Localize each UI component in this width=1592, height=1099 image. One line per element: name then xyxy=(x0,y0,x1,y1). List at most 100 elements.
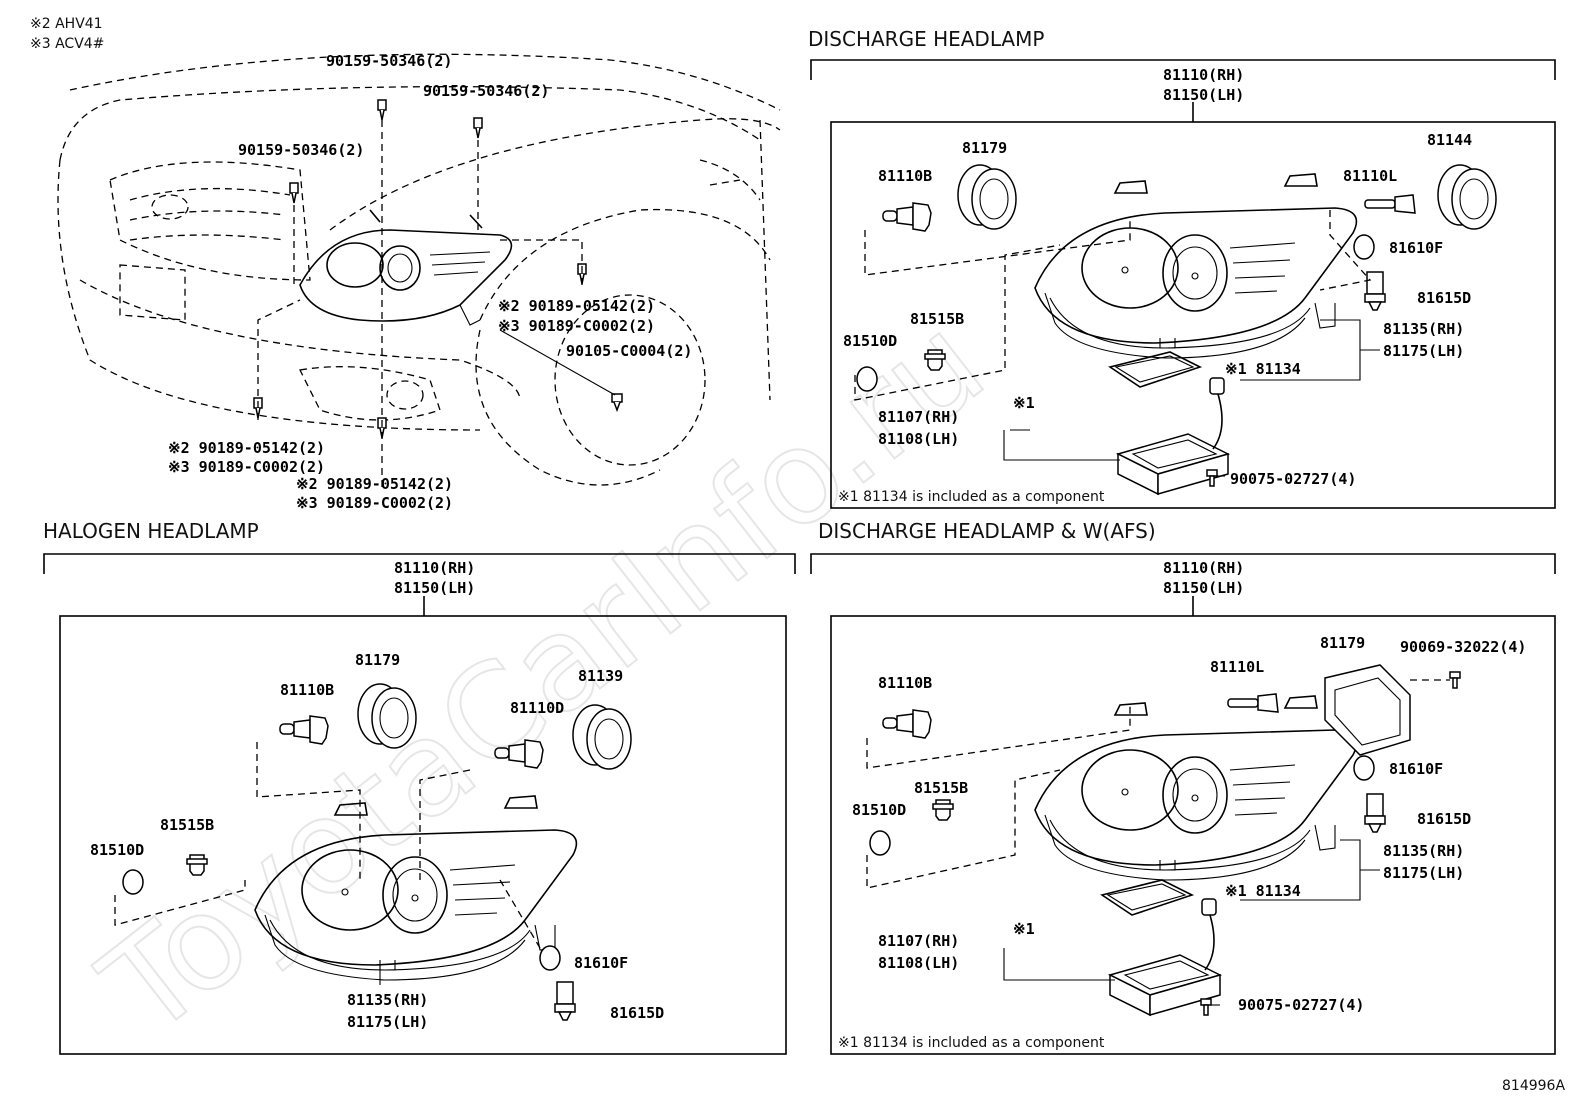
car-overview-callouts: 90159-50346(2) 90159-50346(2) 90159-5034… xyxy=(168,52,692,512)
discharge-assy-lh: 81150(LH) xyxy=(1163,86,1244,104)
label-note1-marker: ※1 xyxy=(1013,394,1035,412)
section-halogen: HALOGEN HEADLAMP 81110(RH) 81150(LH) 811… xyxy=(43,519,796,1055)
section-discharge-afs: DISCHARGE HEADLAMP & W(AFS) 81110(RH) 81… xyxy=(810,519,1556,1055)
discharge-footnote: ※1 81134 is included as a component xyxy=(838,489,1105,505)
discharge-bulb-81615d xyxy=(1364,271,1386,311)
label-81610f: 81610F xyxy=(1389,239,1443,257)
label-81139: 81139 xyxy=(578,667,623,685)
callout-screw: 90105-C0004(2) xyxy=(566,342,692,360)
afs-bulb-81610f xyxy=(1353,755,1375,781)
label-81135rh: 81135(RH) xyxy=(1383,842,1464,860)
label-81510d: 81510D xyxy=(90,841,144,859)
afs-screw-90069 xyxy=(1449,671,1461,689)
diagram-id: 814996A xyxy=(1502,1078,1565,1094)
label-81515b: 81515B xyxy=(160,816,214,834)
label-90069: 90069-32022(4) xyxy=(1400,638,1526,656)
label-81615d: 81615D xyxy=(1417,289,1471,307)
afs-gasket-81134 xyxy=(1101,879,1193,916)
halogen-assy-rh: 81110(RH) xyxy=(394,559,475,577)
halogen-socket-81515b xyxy=(186,854,208,876)
discharge-bulb-81110b xyxy=(882,202,932,232)
label-81179: 81179 xyxy=(962,139,1007,157)
label-81175lh: 81175(LH) xyxy=(1383,864,1464,882)
section-discharge: DISCHARGE HEADLAMP 81110(RH) 81150(LH) 8… xyxy=(808,27,1556,509)
discharge-afs-frame xyxy=(830,615,1556,1055)
label-81510d: 81510D xyxy=(852,801,906,819)
callout-clip-ahv41-bottom: ※2 90189-05142(2) xyxy=(296,475,453,493)
label-81610f: 81610F xyxy=(574,954,628,972)
label-81610f: 81610F xyxy=(1389,760,1443,778)
callout-bolt-right: 90159-50346(2) xyxy=(423,82,549,100)
label-81107rh: 81107(RH) xyxy=(878,932,959,950)
halogen-title: HALOGEN HEADLAMP xyxy=(43,519,259,543)
label-81175lh: 81175(LH) xyxy=(347,1013,428,1031)
callout-clip-acv4-left: ※3 90189-C0002(2) xyxy=(168,458,325,476)
label-81107rh: 81107(RH) xyxy=(878,408,959,426)
halogen-ring-81139 xyxy=(572,704,632,770)
discharge-bulb-81110l xyxy=(1364,194,1416,214)
label-81175lh: 81175(LH) xyxy=(1383,342,1464,360)
afs-screw-90075 xyxy=(1200,998,1212,1016)
afs-ballast-81107 xyxy=(1109,898,1221,1016)
label-90075: 90075-02727(4) xyxy=(1230,470,1356,488)
label-81615d: 81615D xyxy=(610,1004,664,1022)
discharge-socket-81515b xyxy=(924,349,946,371)
label-81515b: 81515B xyxy=(914,779,968,797)
discharge-title: DISCHARGE HEADLAMP xyxy=(808,27,1044,51)
label-81179: 81179 xyxy=(355,651,400,669)
afs-bulb-81615d xyxy=(1364,793,1386,833)
discharge-assy-rh: 81110(RH) xyxy=(1163,66,1244,84)
callout-bolt-top: 90159-50346(2) xyxy=(326,52,452,70)
label-81510d: 81510D xyxy=(843,332,897,350)
callout-clip-ahv41-upper: ※2 90189-05142(2) xyxy=(498,297,655,315)
halogen-bulb-81615d xyxy=(554,981,576,1021)
afs-bulb-81110l xyxy=(1227,693,1279,713)
label-81110b: 81110B xyxy=(280,681,334,699)
label-81110b: 81110B xyxy=(878,167,932,185)
afs-bulb-81510d xyxy=(869,830,891,856)
label-81110l: 81110L xyxy=(1343,167,1397,185)
label-81179: 81179 xyxy=(1320,634,1365,652)
label-81134: ※1 81134 xyxy=(1225,360,1301,378)
label-81515b: 81515B xyxy=(910,310,964,328)
label-81110b: 81110B xyxy=(878,674,932,692)
callout-clip-acv4-bottom: ※3 90189-C0002(2) xyxy=(296,494,453,512)
label-81110d: 81110D xyxy=(510,699,564,717)
callout-clip-ahv41-left: ※2 90189-05142(2) xyxy=(168,439,325,457)
discharge-afs-title: DISCHARGE HEADLAMP & W(AFS) xyxy=(818,519,1156,543)
afs-socket-81515b xyxy=(932,799,954,821)
halogen-frame xyxy=(59,615,787,1055)
afs-lamp-housing xyxy=(1034,695,1358,881)
label-81135rh: 81135(RH) xyxy=(1383,320,1464,338)
callout-clip-acv4-upper: ※3 90189-C0002(2) xyxy=(498,317,655,335)
note-ahv41: ※2 AHV41 xyxy=(30,16,103,32)
label-90075: 90075-02727(4) xyxy=(1238,996,1364,1014)
discharge-ring-81179 xyxy=(957,164,1017,230)
discharge-frame xyxy=(830,121,1556,509)
halogen-bulb-81110b xyxy=(279,715,329,745)
label-81110l: 81110L xyxy=(1210,658,1264,676)
note-acv4: ※3 ACV4# xyxy=(30,36,104,52)
label-81108lh: 81108(LH) xyxy=(878,954,959,972)
discharge-bulb-81610f xyxy=(1353,234,1375,260)
label-81135rh: 81135(RH) xyxy=(347,991,428,1009)
callout-bolt-left: 90159-50346(2) xyxy=(238,141,364,159)
discharge-afs-assy-rh: 81110(RH) xyxy=(1163,559,1244,577)
car-front-illustration xyxy=(57,53,781,490)
halogen-bulb-81610f xyxy=(539,945,561,971)
discharge-afs-footnote: ※1 81134 is included as a component xyxy=(838,1035,1105,1051)
watermark: ToyotaCarInfo.ru xyxy=(75,287,1012,1065)
halogen-assy-lh: 81150(LH) xyxy=(394,579,475,597)
discharge-bulb-81510d xyxy=(856,366,878,392)
halogen-bulb-81510d xyxy=(122,869,144,895)
discharge-afs-assy-lh: 81150(LH) xyxy=(1163,579,1244,597)
label-81144: 81144 xyxy=(1427,131,1472,149)
label-note1-marker: ※1 xyxy=(1013,920,1035,938)
discharge-ring-81144 xyxy=(1437,164,1497,230)
label-81108lh: 81108(LH) xyxy=(878,430,959,448)
afs-swivel-unit-81179 xyxy=(1324,664,1411,756)
discharge-lamp-housing xyxy=(1034,173,1358,359)
halogen-ring-81179 xyxy=(357,683,417,749)
afs-bulb-81110b xyxy=(882,709,932,739)
